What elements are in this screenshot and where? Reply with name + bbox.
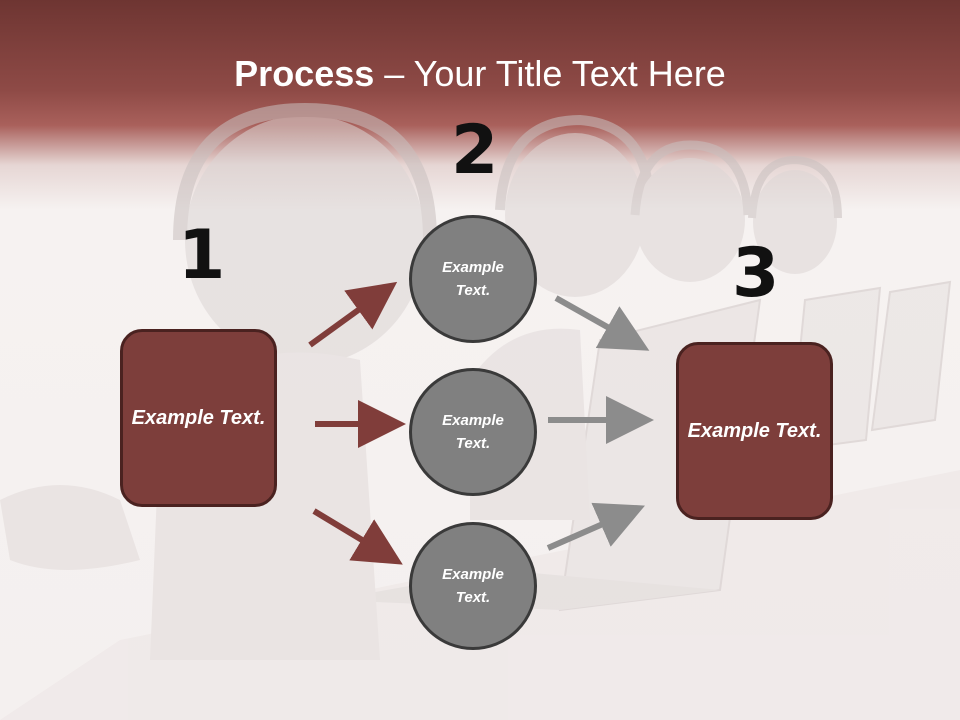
person-figure-icon <box>748 155 842 274</box>
step-number-2: 2 <box>451 111 499 190</box>
arrow-to-circle-top <box>308 281 398 348</box>
arrow-to-circle-bottom <box>312 508 403 565</box>
circle-top[interactable]: Example Text. <box>409 215 537 343</box>
person-figure-icon <box>630 140 753 282</box>
step-number-1: 1 <box>178 216 226 295</box>
circle-bottom[interactable]: Example Text. <box>409 522 537 650</box>
step-3-text: Example Text. <box>687 419 822 442</box>
slide-title: Process – Your Title Text Here <box>0 52 960 96</box>
step-1-box[interactable]: Example Text. <box>120 329 277 507</box>
title-bold: Process <box>234 53 375 94</box>
circle-top-text: Example Text. <box>442 259 504 299</box>
arrow-from-circle-top <box>554 295 650 351</box>
step-3-box[interactable]: Example Text. <box>676 342 833 520</box>
circle-bottom-text: Example Text. <box>442 566 504 606</box>
arrow-from-circle-bottom <box>546 502 645 551</box>
step-number-3: 3 <box>732 234 780 313</box>
circle-middle-text: Example Text. <box>442 412 504 452</box>
circle-middle[interactable]: Example Text. <box>409 368 537 496</box>
title-rest: – Your Title Text Here <box>374 53 726 94</box>
step-1-text: Example Text. <box>131 406 266 429</box>
